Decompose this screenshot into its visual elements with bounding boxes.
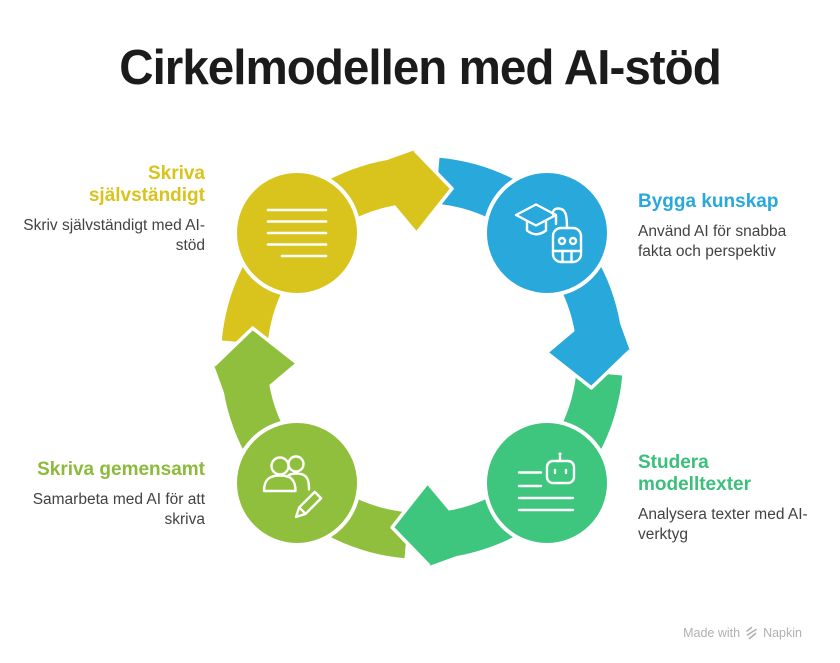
node-heading: Skriva gemensamt [37,459,205,480]
arc-yellow [221,157,417,345]
arrow-green-icon [392,483,457,566]
arrow-blue-icon [547,323,630,388]
arc-green [427,371,623,559]
arrow-yellow-icon [387,150,452,233]
people-pencil-icon [262,455,323,519]
cycle-arrows [212,148,632,568]
arc-olive [221,363,409,559]
node-label-skriva-gemensamt: Skriva gemensamt Samarbeta med AI för at… [10,459,205,530]
made-with-napkin-watermark: Made with Napkin [683,626,802,640]
node-description: Analysera texter med AI-verktyg [638,506,808,544]
node-bygga-kunskap [483,169,611,297]
napkin-logo-icon [746,626,757,640]
node-studera-modelltexter [483,419,611,547]
graduation-cap-robot-icon [514,203,583,264]
page-title: Cirkelmodellen med AI-stöd [119,41,722,95]
node-heading: Skriva självständigt [88,163,205,207]
node-heading: Bygga kunskap [638,191,779,212]
node-description: Använd AI för snabba fakta och perspekti… [638,223,787,261]
cycle-ring [221,157,623,559]
text-lines-icon [266,208,328,258]
arrow-olive-icon [214,328,297,393]
text-analysis-robot-icon [517,452,576,512]
watermark-prefix: Made with [683,626,741,640]
arc-blue [435,157,623,353]
node-label-studera-modelltexter: Studera modelltexter Analysera texter me… [638,452,824,545]
node-label-bygga-kunskap: Bygga kunskap Använd AI för snabba fakta… [638,191,818,262]
node-description: Samarbeta med AI för att skriva [32,491,205,529]
node-heading: Studera modelltexter [638,452,751,496]
node-label-skriva-sjalvstandigt: Skriva självständigt Skriv självständigt… [15,163,205,256]
watermark-brand: Napkin [763,626,802,640]
node-description: Skriv självständigt med AI-stöd [23,217,205,255]
node-skriva-gemensamt [233,419,361,547]
